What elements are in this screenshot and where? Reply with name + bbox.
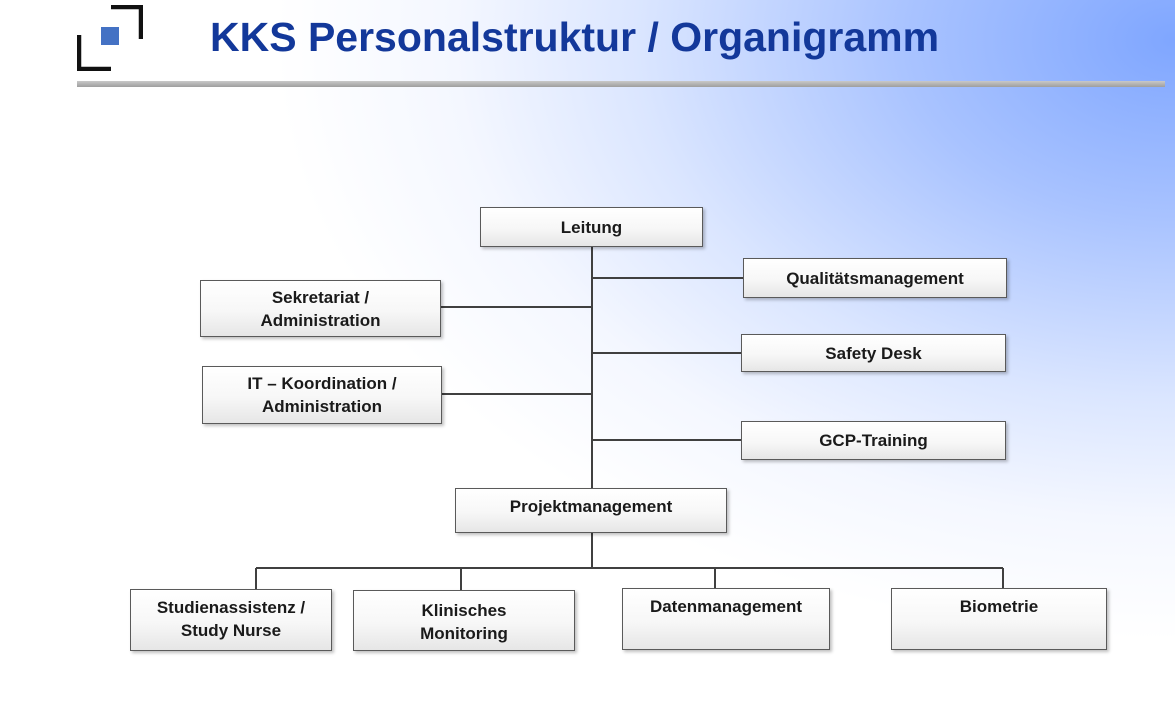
node-studienassistenz-label: Studienassistenz / Study Nurse (156, 598, 306, 640)
node-safety-desk-label: Safety Desk (825, 343, 922, 363)
node-qualitaetsmanagement: Qualitätsmanagement (743, 258, 1007, 298)
node-sekretariat-label: Sekretariat / Administration (260, 287, 381, 330)
node-qualitaetsmanagement-label: Qualitätsmanagement (786, 268, 964, 288)
title-underline (77, 81, 1165, 87)
node-biometrie-label: Biometrie (959, 597, 1039, 616)
node-safety-desk: Safety Desk (741, 334, 1006, 372)
node-leitung-label: Leitung (560, 217, 623, 237)
page-title: KKS Personalstruktur / Organigramm (210, 14, 940, 60)
node-gcp-training-label: GCP-Training (819, 431, 928, 450)
node-datenmanagement: Datenmanagement (622, 588, 830, 650)
node-projektmanagement: Projektmanagement (455, 488, 727, 533)
node-biometrie: Biometrie (891, 588, 1107, 650)
node-gcp-training: GCP-Training (741, 421, 1006, 460)
logo-icon (77, 5, 143, 71)
node-it-koordination-label: IT – Koordination / Administration (247, 374, 397, 416)
node-klinisches-monitoring: Klinisches Monitoring (353, 590, 575, 651)
node-it-koordination: IT – Koordination / Administration (202, 366, 442, 424)
node-leitung: Leitung (480, 207, 703, 247)
node-sekretariat: Sekretariat / Administration (200, 280, 441, 337)
node-projektmanagement-label: Projektmanagement (509, 497, 673, 516)
node-studienassistenz: Studienassistenz / Study Nurse (130, 589, 332, 651)
node-klinisches-monitoring-label: Klinisches Monitoring (420, 601, 508, 643)
node-datenmanagement-label: Datenmanagement (649, 597, 803, 616)
